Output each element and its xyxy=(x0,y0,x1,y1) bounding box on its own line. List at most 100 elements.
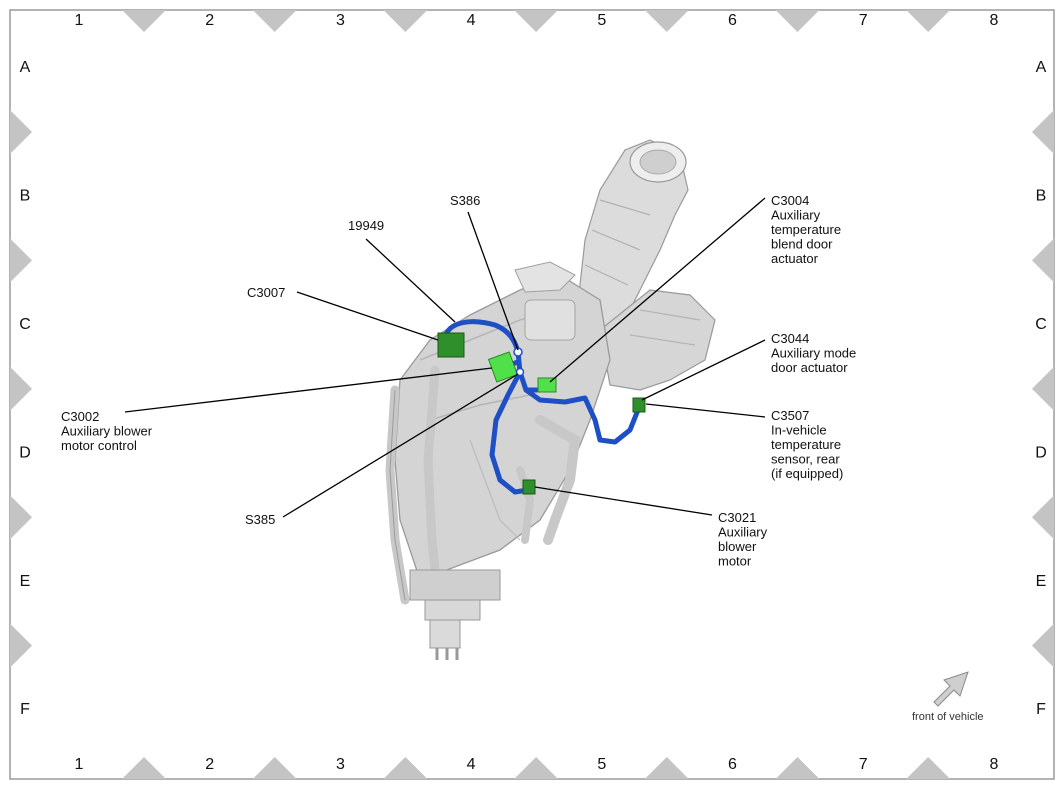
callout-line: (if equipped) xyxy=(771,466,843,481)
callout-line: C3507 xyxy=(771,408,809,423)
grid-marker-top xyxy=(122,10,166,32)
callout-line: C3002 xyxy=(61,409,99,424)
grid-col-label-bottom: 1 xyxy=(75,756,84,773)
callout-line: C3007 xyxy=(247,285,285,300)
callout-c3007: C3007 xyxy=(247,285,285,300)
grid-marker-left xyxy=(10,366,32,411)
callout-line: motor control xyxy=(61,438,137,453)
grid-markers xyxy=(10,10,1054,779)
callout-line: In-vehicle xyxy=(771,423,827,438)
wiring-harness xyxy=(442,319,643,495)
grid-marker-bottom xyxy=(644,757,689,779)
callout-line: door actuator xyxy=(771,360,848,375)
callout-line: C3021 xyxy=(718,510,756,525)
grid-col-label-bottom: 3 xyxy=(336,756,345,773)
callout-line: S386 xyxy=(450,193,480,208)
grid-marker-right xyxy=(1032,623,1054,668)
callout-line: Auxiliary mode xyxy=(771,346,856,361)
callout-line: Auxiliary blower xyxy=(61,424,153,439)
grid-row-label-left: B xyxy=(20,188,31,205)
grid-col-label-bottom: 4 xyxy=(467,756,476,773)
grid-marker-top xyxy=(644,10,689,32)
grid-row-label-left: F xyxy=(20,701,30,718)
grid-marker-top xyxy=(514,10,559,32)
grid-col-label-top: 3 xyxy=(336,12,345,29)
callout-19949: 19949 xyxy=(348,218,384,233)
callout-line: motor xyxy=(718,554,752,569)
grid-col-label-bottom: 5 xyxy=(597,756,606,773)
grid-marker-bottom xyxy=(252,757,297,779)
grid-marker-top xyxy=(383,10,428,32)
arrow-up-right-icon xyxy=(933,671,969,707)
grid-marker-right xyxy=(1032,495,1054,540)
connectors xyxy=(437,332,646,495)
grid-marker-top xyxy=(906,10,951,32)
grid-row-label-right: D xyxy=(1035,444,1047,461)
grid-row-label-right: C xyxy=(1035,316,1047,333)
grid-marker-bottom xyxy=(122,757,166,779)
connector-c3007 xyxy=(437,332,465,358)
grid-row-label-left: E xyxy=(20,573,31,590)
grid-row-label-right: A xyxy=(1036,59,1047,76)
callout-line: temperature xyxy=(771,437,841,452)
connector-c3021 xyxy=(522,479,536,495)
grid-marker-left xyxy=(10,110,32,154)
callout-s386: S386 xyxy=(450,193,480,208)
splice-s385 xyxy=(515,367,525,377)
grid-marker-bottom xyxy=(775,757,820,779)
grid-marker-top xyxy=(775,10,820,32)
grid-marker-left xyxy=(10,495,32,540)
grid-row-label-left: D xyxy=(19,444,31,461)
callout-line: actuator xyxy=(771,251,819,266)
leader-lines xyxy=(124,197,766,518)
connector-c3002 xyxy=(487,351,519,383)
grid-marker-right xyxy=(1032,110,1054,154)
grid-marker-left xyxy=(10,623,32,668)
grid-col-label-top: 4 xyxy=(467,12,476,29)
callout-line: C3044 xyxy=(771,331,809,346)
grid-row-label-right: E xyxy=(1036,573,1047,590)
callout-s385: S385 xyxy=(245,512,275,527)
grid-col-label-bottom: 6 xyxy=(728,756,737,773)
grid-col-label-bottom: 8 xyxy=(989,756,998,773)
grid-col-label-top: 8 xyxy=(989,12,998,29)
callout-line: C3004 xyxy=(771,193,809,208)
callout-line: blend door xyxy=(771,237,833,252)
grid-marker-right xyxy=(1032,366,1054,411)
grid-row-label-left: C xyxy=(19,316,31,333)
grid-marker-bottom xyxy=(514,757,559,779)
grid-row-label-right: F xyxy=(1036,701,1046,718)
grid-row-label-right: B xyxy=(1036,188,1047,205)
grid-col-label-top: 7 xyxy=(859,12,868,29)
callout-line: sensor, rear xyxy=(771,452,840,467)
grid-marker-left xyxy=(10,238,32,283)
splice-s386 xyxy=(513,347,523,357)
grid-col-label-top: 2 xyxy=(205,12,214,29)
orientation-label: front of vehicle xyxy=(912,711,984,723)
callout-line: 19949 xyxy=(348,218,384,233)
grid-marker-right xyxy=(1032,238,1054,283)
grid-col-label-bottom: 2 xyxy=(205,756,214,773)
grid-marker-bottom xyxy=(383,757,428,779)
grid-col-label-top: 1 xyxy=(75,12,84,29)
callout-line: Auxiliary xyxy=(771,208,821,223)
grid-col-label-top: 6 xyxy=(728,12,737,29)
callout-line: blower xyxy=(718,539,757,554)
grid-row-label-left: A xyxy=(20,59,31,76)
grid-col-label-bottom: 7 xyxy=(859,756,868,773)
connector-c3004 xyxy=(537,377,557,393)
grid-marker-top xyxy=(252,10,297,32)
callout-line: S385 xyxy=(245,512,275,527)
connector-c3507 xyxy=(632,397,646,413)
grid-col-label-top: 5 xyxy=(597,12,606,29)
callout-line: temperature xyxy=(771,222,841,237)
grid-marker-bottom xyxy=(906,757,951,779)
callout-line: Auxiliary xyxy=(718,525,768,540)
